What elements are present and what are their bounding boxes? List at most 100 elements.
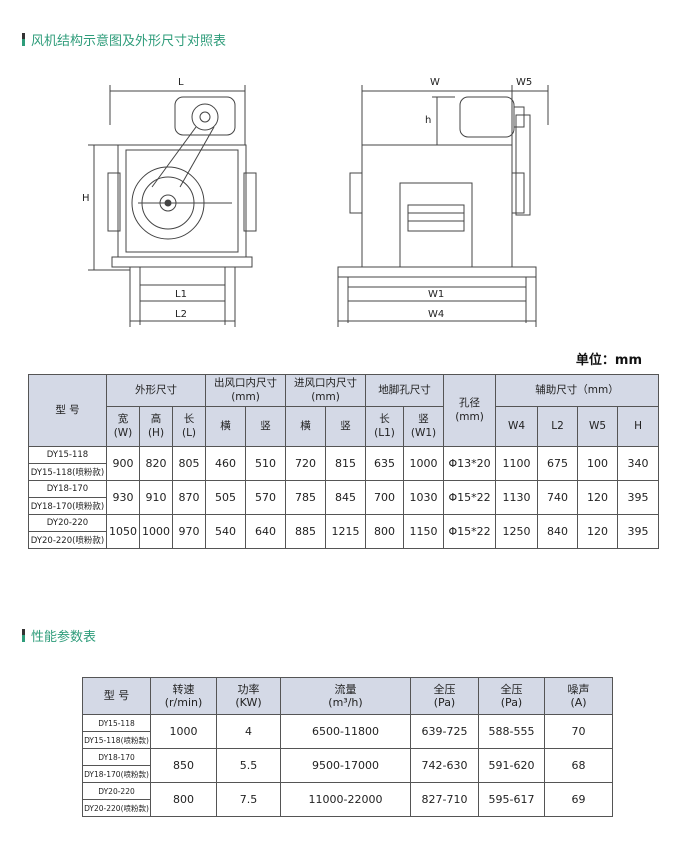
perf-value-cell: 11000-22000 [280,782,411,817]
perf-header-noise: 噪声 (A) [544,677,613,715]
dimension-table: 型 号 外形尺寸 出风口内尺寸 (mm) 进风口内尺寸 (mm) 地脚孔尺寸 孔… [28,374,660,549]
dims-value-cell: 1000 [403,446,445,481]
dims-value-cell: 910 [139,480,173,515]
header-inlet-dims: 进风口内尺寸 (mm) [285,374,367,407]
dims-value-cell: 640 [245,514,287,549]
header-model: 型 号 [28,374,107,447]
label-W4: W4 [428,309,444,320]
label-W1: W1 [428,289,444,300]
subheader-width: 宽 (W) [106,406,140,447]
dims-value-cell: 930 [106,480,140,515]
dims-value-cell: 870 [171,480,207,515]
performance-table: 型 号 转速 (r/min) 功率 (KW) 流量 (m³/h) 全压 (Pa)… [82,677,613,817]
subheader-height: 高 (H) [139,406,173,447]
perf-header-power: 功率 (KW) [216,677,281,715]
dims-value-cell: 1050 [106,514,140,549]
dims-value-cell: 805 [171,446,207,481]
unit-label: 单位：mm [575,353,642,368]
dims-value-cell: 505 [205,480,247,515]
subheader-inlet-vertical: 竖 [325,406,367,447]
subheader-outlet-horizontal: 横 [205,406,247,447]
section-title-text: 性能参数表 [31,630,97,645]
subheader-w5: W5 [577,406,619,447]
label-L: L [178,77,184,88]
perf-value-cell: 591-620 [478,748,545,783]
dims-value-cell: 815 [325,446,367,481]
perf-model-variant-cell: DY15-118(喷粉款) [82,731,151,749]
dims-value-cell: 1130 [495,480,539,515]
fan-structure-drawing: L H L1 L2 W W5 h W1 [82,77,549,327]
section-title-performance: 性能参数表 [22,626,96,645]
dims-value-cell: 395 [617,480,660,515]
dims-value-cell: 120 [577,514,619,549]
perf-value-cell: 588-555 [478,714,545,749]
perf-model-cell: DY20-220 [82,782,151,800]
subheader-foot-length: 长 (L1) [365,406,405,447]
perf-value-cell: 6500-11800 [280,714,411,749]
dims-model-cell: DY15-118 [28,446,107,464]
section-title-structure: 风机结构示意图及外形尺寸对照表 [22,30,226,49]
label-W5: W5 [516,77,532,88]
dims-value-cell: 800 [365,514,405,549]
dims-value-cell: 100 [577,446,619,481]
perf-value-cell: 4 [216,714,281,749]
header-outlet-dims: 出风口内尺寸 (mm) [205,374,287,407]
dims-value-cell: 700 [365,480,405,515]
dims-value-cell: 785 [285,480,327,515]
table-row: DY20-220(喷粉款) [82,799,613,817]
subheader-h: H [617,406,660,447]
dims-value-cell: 1030 [403,480,445,515]
perf-model-variant-cell: DY18-170(喷粉款) [82,765,151,783]
dims-value-cell: 720 [285,446,327,481]
label-L1: L1 [175,289,187,300]
dims-value-cell: Φ15*22 [443,480,497,515]
perf-value-cell: 1000 [150,714,217,749]
perf-model-variant-cell: DY20-220(喷粉款) [82,799,151,817]
motor-front [459,96,515,138]
dims-value-cell: 1250 [495,514,539,549]
section-title-text: 风机结构示意图及外形尺寸对照表 [31,34,227,49]
header-aux-dims: 辅助尺寸（mm） [495,374,660,407]
dims-value-cell: 460 [205,446,247,481]
motor-side [174,96,236,136]
dims-value-cell: 395 [617,514,660,549]
perf-model-cell: DY18-170 [82,748,151,766]
belt-guard [515,114,531,216]
subheader-inlet-horizontal: 横 [285,406,327,447]
perf-header-flow: 流量 (m³/h) [280,677,411,715]
dims-model-cell: DY18-170 [28,480,107,498]
table-row: DY20-220(喷粉款) [28,531,659,549]
dims-value-cell: 840 [537,514,579,549]
perf-value-cell: 5.5 [216,748,281,783]
dims-value-cell: 675 [537,446,579,481]
dims-value-cell: 510 [245,446,287,481]
subheader-w4: W4 [495,406,539,447]
dims-model-variant-cell: DY18-170(喷粉款) [28,497,107,515]
label-H: H [82,193,90,204]
perf-value-cell: 9500-17000 [280,748,411,783]
perf-header-speed: 转速 (r/min) [150,677,217,715]
perf-model-cell: DY15-118 [82,714,151,732]
label-L2: L2 [175,309,187,320]
perf-value-cell: 827-710 [410,782,479,817]
label-h: h [425,115,431,126]
dims-value-cell: 340 [617,446,660,481]
base-frame-side [111,256,253,268]
fan-housing-side [117,144,247,258]
subheader-l2: L2 [537,406,579,447]
perf-value-cell: 639-725 [410,714,479,749]
dims-value-cell: 740 [537,480,579,515]
dims-model-variant-cell: DY20-220(喷粉款) [28,531,107,549]
section-marker-icon [22,629,25,642]
dims-value-cell: 120 [577,480,619,515]
subheader-foot-vertical: 竖 (W1) [403,406,445,447]
dims-value-cell: 885 [285,514,327,549]
subheader-length: 长 (L) [171,406,207,447]
perf-value-cell: 7.5 [216,782,281,817]
